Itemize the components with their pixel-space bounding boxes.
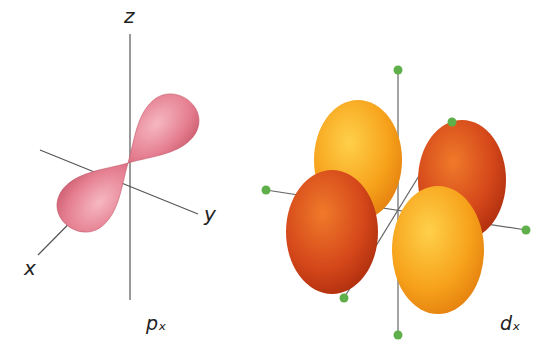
orbital-lobe	[286, 170, 378, 294]
orbital-label: pₓ	[146, 314, 167, 333]
orbital-label: dₓ	[500, 314, 521, 333]
axis-label: x	[24, 258, 36, 278]
axis-label: y	[204, 204, 216, 224]
z-axis	[129, 34, 130, 300]
axis-end-dots	[262, 66, 531, 340]
d-orbital	[262, 66, 531, 340]
axis	[397, 70, 398, 335]
orbital-lobe	[392, 186, 484, 314]
axis-label: z	[124, 6, 135, 26]
orbital-lobe	[47, 143, 147, 243]
p-orbital	[38, 34, 209, 300]
